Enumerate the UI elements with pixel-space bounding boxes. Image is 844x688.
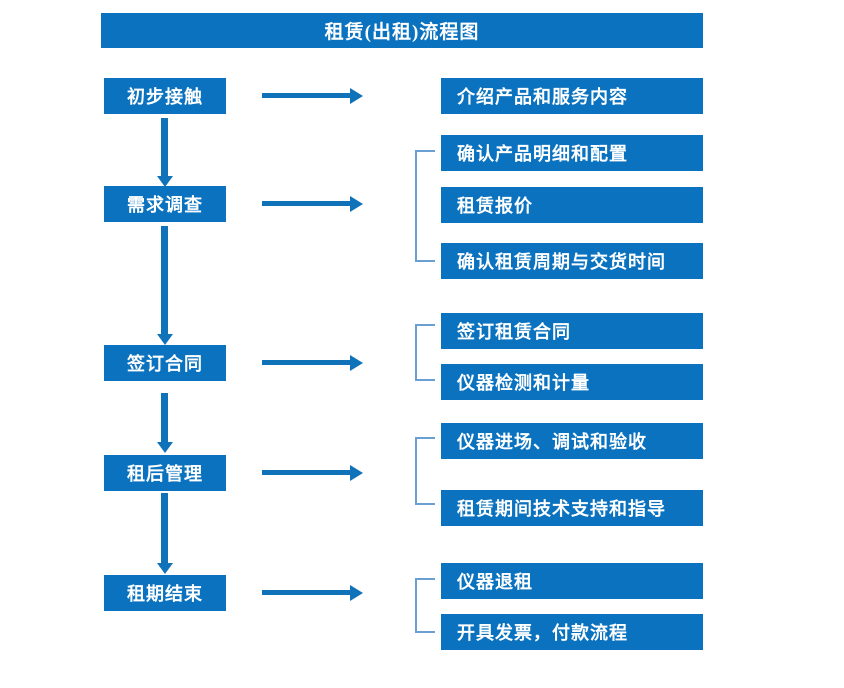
stage-box-sign-contract[interactable]: 签订合同 bbox=[104, 345, 226, 381]
detail-box-instrument-return[interactable]: 仪器退租 bbox=[441, 563, 703, 599]
page-title: 租赁(出租)流程图 bbox=[101, 13, 703, 48]
detail-box-instrument-inspection[interactable]: 仪器检测和计量 bbox=[441, 364, 703, 400]
right-arrow-icon bbox=[262, 590, 350, 595]
stage-box-demand-survey[interactable]: 需求调查 bbox=[104, 186, 226, 222]
right-arrow-icon bbox=[262, 470, 350, 475]
right-arrow-icon bbox=[262, 201, 350, 206]
detail-box-rental-quotation[interactable]: 租赁报价 bbox=[441, 187, 703, 223]
down-arrow-icon bbox=[161, 118, 168, 176]
group-bracket-icon bbox=[415, 578, 435, 633]
stage-box-post-rental-management[interactable]: 租后管理 bbox=[104, 455, 226, 491]
detail-box-instrument-entry-commissioning[interactable]: 仪器进场、调试和验收 bbox=[441, 423, 703, 459]
detail-box-confirm-period-delivery[interactable]: 确认租赁周期与交货时间 bbox=[441, 243, 703, 279]
group-bracket-icon bbox=[415, 437, 435, 505]
right-arrow-icon bbox=[262, 93, 350, 98]
detail-box-sign-rental-contract[interactable]: 签订租赁合同 bbox=[441, 313, 703, 349]
stage-box-initial-contact[interactable]: 初步接触 bbox=[104, 78, 226, 114]
detail-box-confirm-product-details[interactable]: 确认产品明细和配置 bbox=[441, 135, 703, 171]
detail-box-introduce-products[interactable]: 介绍产品和服务内容 bbox=[441, 78, 703, 114]
detail-box-technical-support[interactable]: 租赁期间技术支持和指导 bbox=[441, 490, 703, 526]
detail-box-invoice-payment[interactable]: 开具发票，付款流程 bbox=[441, 614, 703, 650]
group-bracket-icon bbox=[415, 324, 435, 381]
down-arrow-icon bbox=[161, 393, 168, 442]
group-bracket-icon bbox=[415, 150, 435, 262]
down-arrow-icon bbox=[161, 226, 168, 334]
right-arrow-icon bbox=[262, 360, 350, 365]
down-arrow-icon bbox=[161, 493, 168, 563]
stage-box-rental-end[interactable]: 租期结束 bbox=[104, 575, 226, 611]
